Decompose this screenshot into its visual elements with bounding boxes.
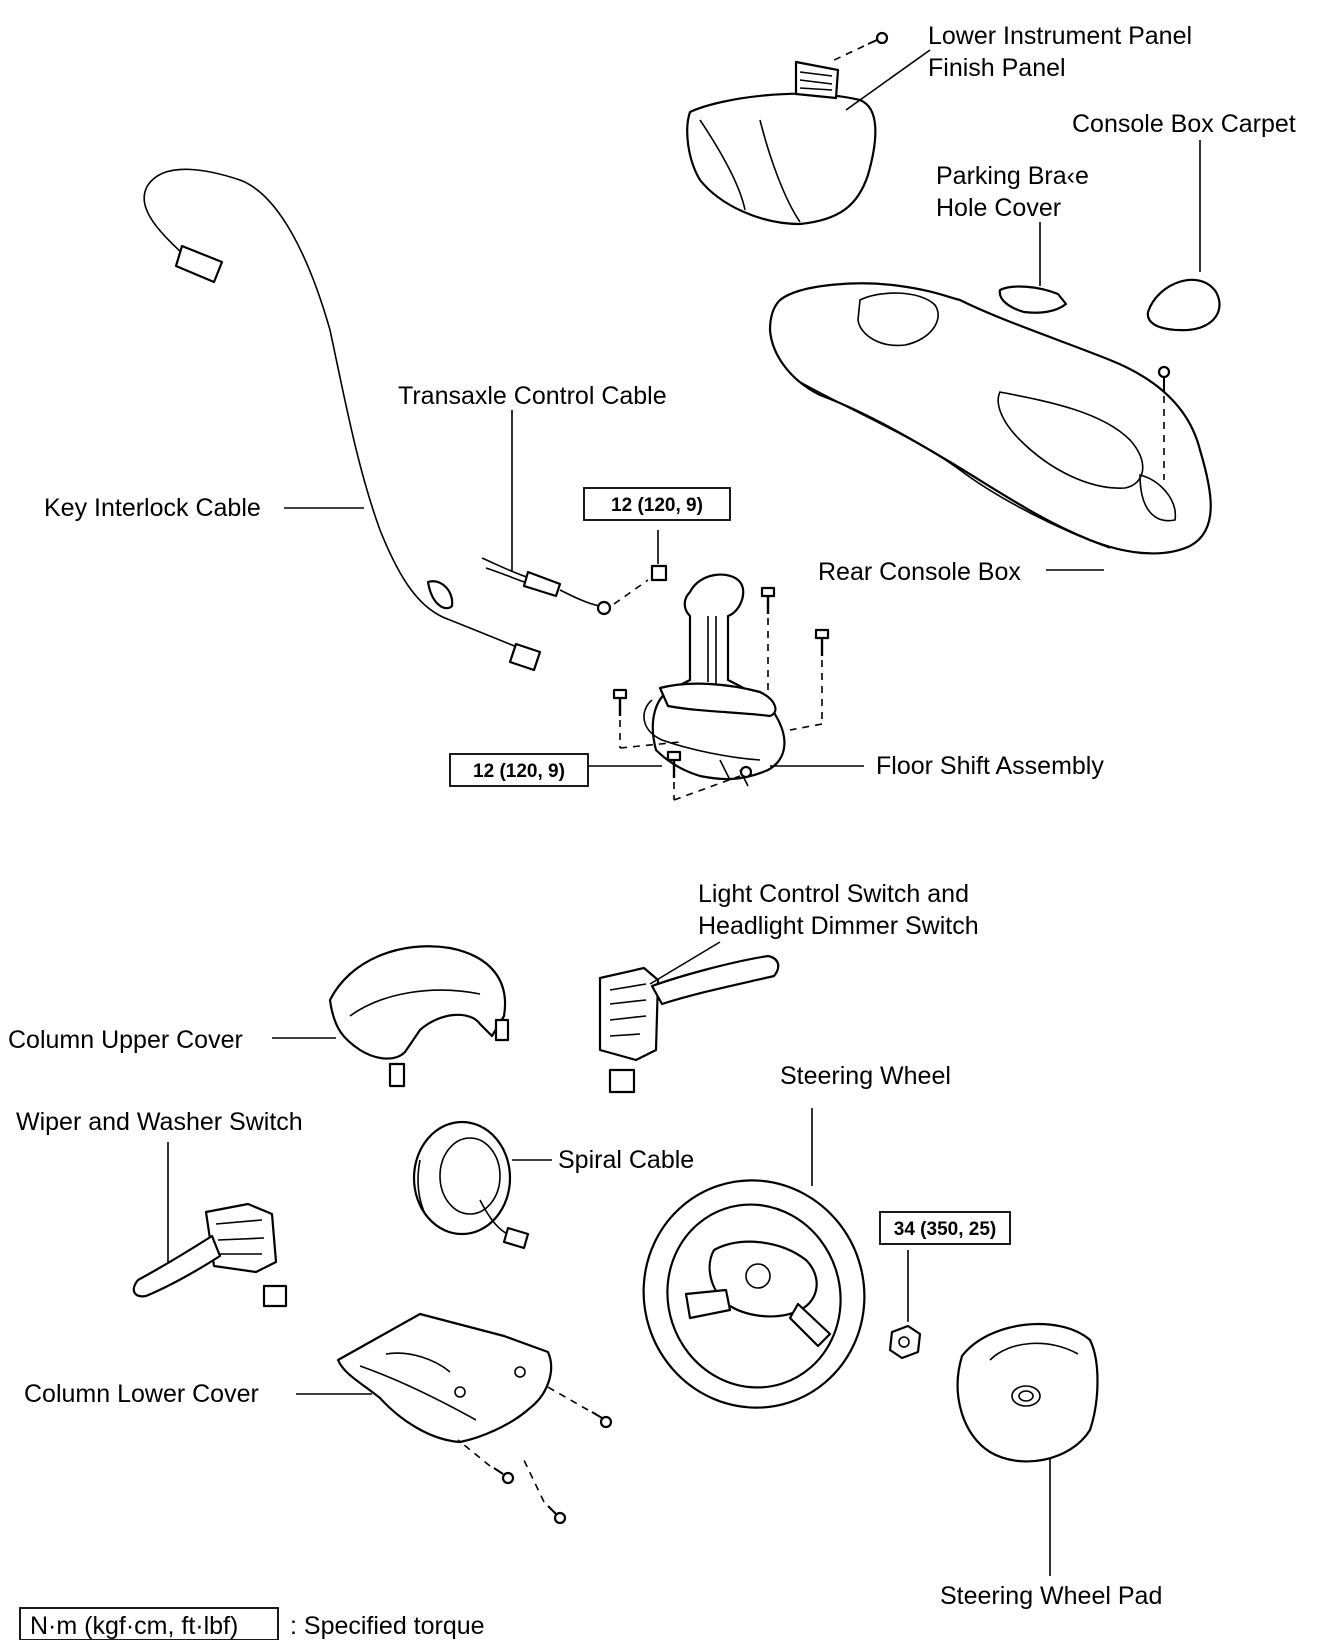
label-console-box-carpet: Console Box Carpet: [1072, 110, 1296, 138]
torque-box-steering-nut: [879, 1211, 1011, 1245]
label-column-lower-cover: Column Lower Cover: [24, 1380, 259, 1408]
screw-icon: [547, 1505, 567, 1525]
label-lower-instrument-panel-1: Lower Instrument Panel: [928, 22, 1192, 50]
column-upper-cover: [328, 945, 510, 1088]
label-parking-brake-1: Parking Bra‹e: [936, 162, 1089, 190]
label-transaxle-control-cable: Transaxle Control Cable: [398, 382, 667, 410]
label-column-upper-cover: Column Upper Cover: [8, 1026, 243, 1054]
label-floor-shift-assembly: Floor Shift Assembly: [876, 752, 1104, 780]
wiper-washer-switch: [132, 1202, 288, 1308]
spiral-cable: [412, 1120, 530, 1250]
label-wiper-washer-switch: Wiper and Washer Switch: [16, 1108, 303, 1136]
screw-icon: [591, 1411, 613, 1429]
steering-wheel: [642, 1179, 866, 1409]
label-lower-instrument-panel-2: Finish Panel: [928, 54, 1066, 82]
torque-steering-nut: 34 (350, 25): [894, 1219, 996, 1240]
screw-icon: [1157, 365, 1171, 392]
legend-units: N·m (kgf·cm, ft·lbf): [30, 1612, 238, 1640]
label-parking-brake-2: Hole Cover: [936, 194, 1061, 222]
console-box-carpet: [1146, 278, 1221, 332]
label-steering-wheel-pad: Steering Wheel Pad: [940, 1582, 1162, 1610]
torque-legend: N·m (kgf·cm, ft·lbf) : Specified torque: [19, 1607, 485, 1640]
transaxle-control-cable: [481, 557, 612, 616]
torque-box-shift-bolt: [449, 753, 589, 787]
torque-shift-nut: 12 (120, 9): [611, 495, 703, 516]
nut-icon: [650, 564, 668, 582]
column-lower-cover: [336, 1312, 553, 1444]
torque-shift-bolt: 12 (120, 9): [473, 761, 565, 782]
parking-brake-hole-cover: [998, 285, 1068, 314]
label-light-control-2: Headlight Dimmer Switch: [698, 912, 979, 940]
bolt-icon: [814, 628, 830, 656]
bolt-icon: [612, 688, 628, 716]
label-steering-wheel: Steering Wheel: [780, 1062, 951, 1090]
screw-icon: [493, 1467, 515, 1485]
key-interlock-cable: [143, 168, 542, 672]
bolt-icon: [666, 750, 682, 778]
steering-wheel-pad: [956, 1322, 1099, 1463]
nut-icon: [888, 1324, 922, 1360]
label-rear-console-box: Rear Console Box: [818, 558, 1021, 586]
screw-icon: [867, 31, 889, 45]
bolt-icon: [760, 586, 776, 614]
label-key-interlock-cable: Key Interlock Cable: [44, 494, 261, 522]
light-control-switch: [598, 954, 780, 1094]
torque-box-shift-nut: [583, 487, 731, 521]
legend-description: : Specified torque: [290, 1612, 485, 1640]
lower-instrument-panel-finish-panel: [686, 60, 877, 226]
label-light-control-1: Light Control Switch and: [698, 880, 969, 908]
label-spiral-cable: Spiral Cable: [558, 1146, 694, 1174]
rear-console-box: [768, 282, 1212, 555]
floor-shift-assembly: [643, 573, 786, 787]
